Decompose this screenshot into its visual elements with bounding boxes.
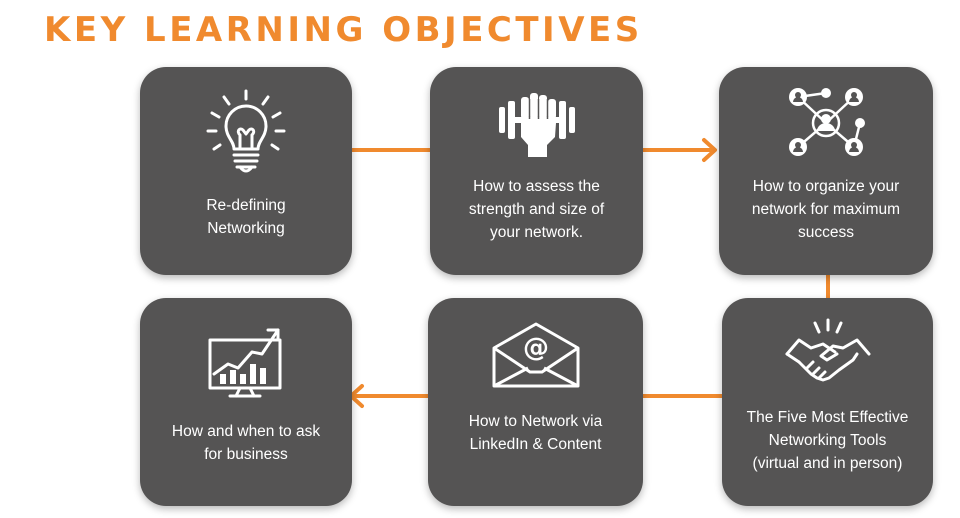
objective-label-4: The Five Most Effective Networking Tools… (746, 409, 909, 472)
fist-dumbbell-icon (498, 93, 575, 157)
page-title: KEY LEARNING OBJECTIVES (44, 10, 643, 50)
objective-label-5: How to Network via LinkedIn & Content (468, 413, 603, 453)
objective-label-1: Re-defining Networking (206, 197, 286, 237)
objective-card-3: How to organize your network for maximum… (719, 67, 933, 275)
objective-card-6: How and when to ask for business (140, 298, 352, 506)
arrow-head-2-3 (702, 138, 717, 162)
growth-chart-icon (208, 328, 282, 398)
objective-label-6: How and when to ask for business (171, 423, 321, 463)
network-people-icon (789, 88, 865, 156)
svg-text:@: @ (523, 333, 549, 363)
objective-card-1: Re-defining Networking (140, 67, 352, 275)
objective-card-2: How to assess the strength and size of y… (430, 67, 643, 275)
handshake-icon (785, 318, 870, 382)
objective-label-3: How to organize your network for maximum… (751, 178, 901, 241)
objective-label-2: How to assess the strength and size of y… (468, 178, 605, 241)
objective-card-5: @ How to Network via LinkedIn & Content (428, 298, 643, 506)
objective-card-4: The Five Most Effective Networking Tools… (722, 298, 933, 506)
lightbulb-icon (206, 89, 286, 173)
email-at-icon: @ (492, 322, 579, 388)
